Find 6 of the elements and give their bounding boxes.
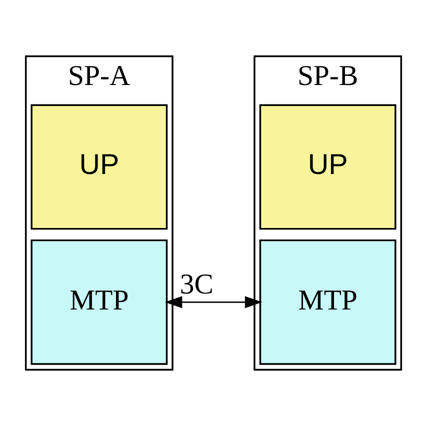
arrow	[164, 296, 262, 308]
node-box: MTP	[30, 239, 168, 365]
node-box: MTP	[259, 239, 396, 365]
node-box: UP	[259, 104, 396, 230]
node-box: UP	[30, 104, 168, 230]
edge-label: 3C	[180, 268, 214, 301]
